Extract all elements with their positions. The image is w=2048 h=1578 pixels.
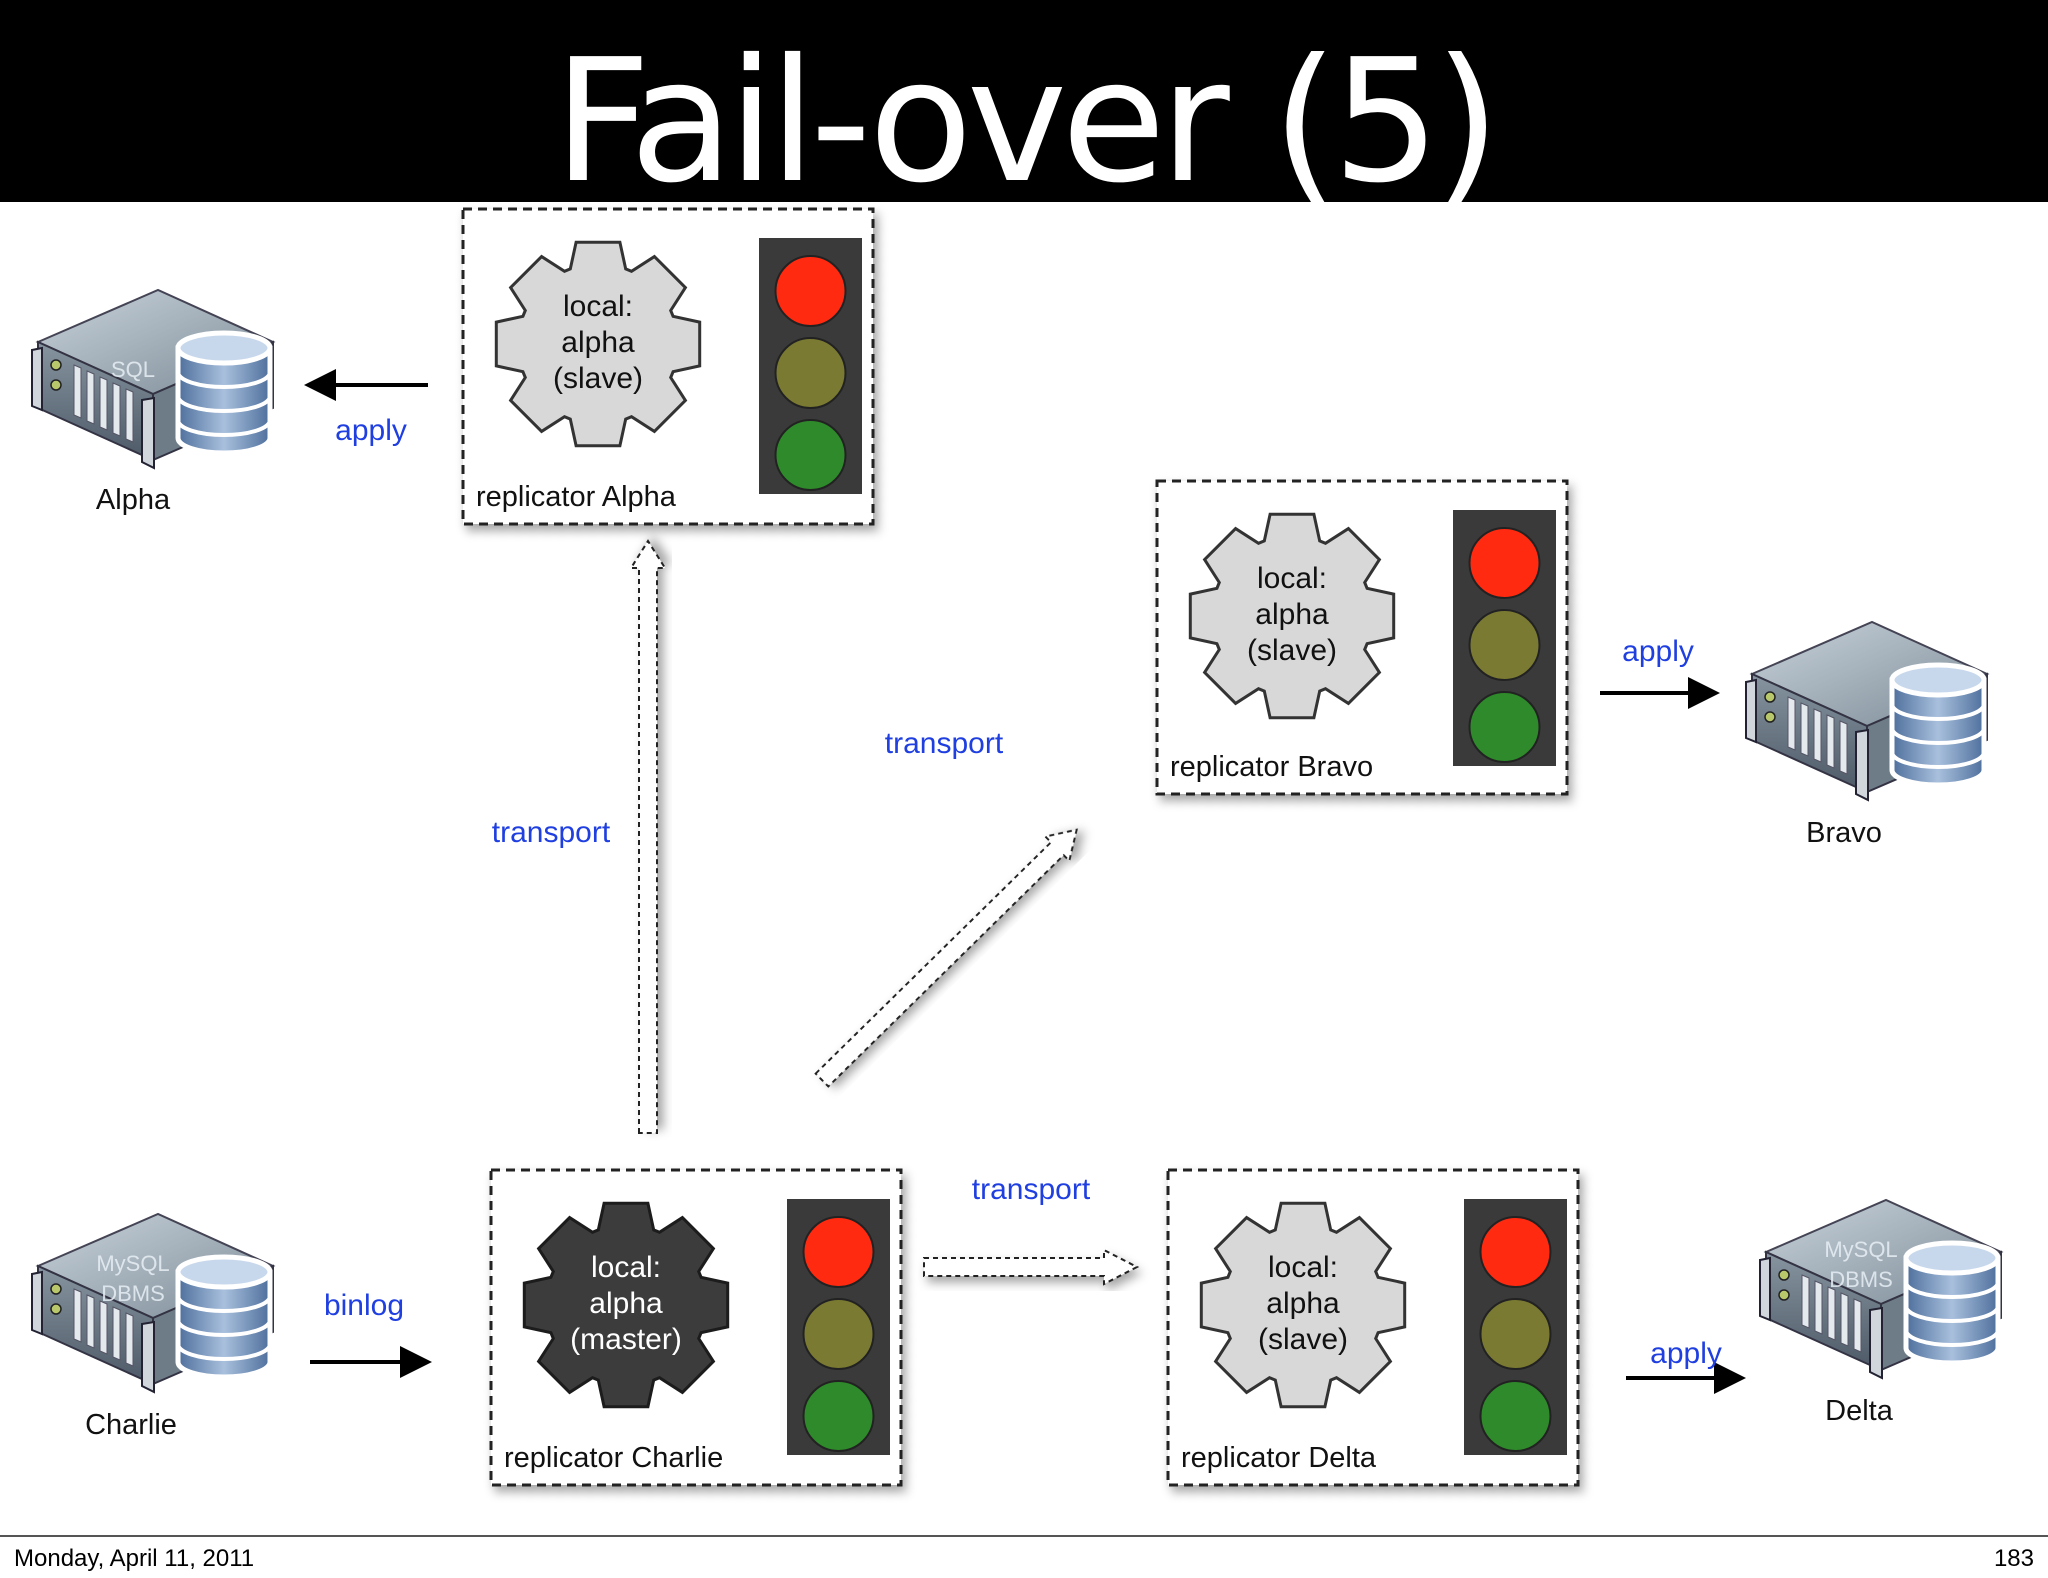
server-charlie-name: Charlie xyxy=(85,1409,177,1441)
replicator-role-line: alpha xyxy=(561,326,635,359)
replicator-role-line: local: xyxy=(1257,562,1327,595)
edge-label-charlie-binlog: binlog xyxy=(324,1289,404,1322)
gear-icon: local:alpha(slave) xyxy=(1199,1201,1407,1409)
transport-arrow-to-bravo xyxy=(814,828,1078,1088)
replicator-role-line: local: xyxy=(591,1251,661,1284)
replicator-alpha-label: replicator Alpha xyxy=(476,481,677,513)
server-bravo-icon: Bravo xyxy=(1745,620,1990,849)
server-face-label: MySQL xyxy=(1824,1237,1897,1262)
server-bravo-name: Bravo xyxy=(1806,817,1882,849)
replicator-role-line: local: xyxy=(1268,1251,1338,1284)
replicator-charlie-label: replicator Charlie xyxy=(504,1442,723,1474)
edge-label-transport-delta: transport xyxy=(972,1173,1091,1206)
transport-arrow-to-alpha xyxy=(629,539,667,1134)
slide-footer: Monday, April 11, 2011 183 xyxy=(0,1535,2048,1578)
server-alpha-icon: SQL Alpha xyxy=(31,288,276,516)
replicator-role-line: alpha xyxy=(1255,598,1329,631)
edge-label-alpha-apply: apply xyxy=(335,414,407,447)
server-face-label: DBMS xyxy=(101,1281,165,1306)
gear-icon: local:alpha(slave) xyxy=(1188,512,1396,720)
gear-icon: local:alpha(master) xyxy=(522,1201,730,1409)
server-charlie-icon: MySQL DBMS Charlie xyxy=(31,1212,276,1441)
traffic-light-icon xyxy=(1453,510,1556,766)
database-icon xyxy=(175,1254,273,1380)
server-face-label: MySQL xyxy=(96,1251,169,1276)
server-face-label: SQL xyxy=(111,357,155,382)
replicator-bravo-box: local:alpha(slave) replicator Bravo xyxy=(1155,479,1569,796)
server-delta-name: Delta xyxy=(1825,1395,1894,1427)
replicator-role-line: alpha xyxy=(1266,1287,1340,1320)
slide-title: Fail-over (5) xyxy=(553,23,1500,221)
replicator-alpha-box: local:alpha(slave) replicator Alpha xyxy=(461,207,875,526)
replicator-delta-box: local:alpha(slave) replicator Delta xyxy=(1166,1168,1580,1487)
replicator-role-line: (slave) xyxy=(1247,634,1337,667)
edge-label-transport-bravo: transport xyxy=(885,727,1004,760)
server-face-label: DBMS xyxy=(1829,1267,1893,1292)
footer-date: Monday, April 11, 2011 xyxy=(14,1545,255,1572)
transport-arrow-to-delta xyxy=(923,1248,1140,1286)
edge-label-transport-alpha: transport xyxy=(492,816,611,849)
replicator-role-line: (master) xyxy=(570,1323,682,1356)
replicator-charlie-box: local:alpha(master) replicator Charlie xyxy=(489,1168,903,1487)
footer-page-number: 183 xyxy=(1993,1545,2034,1572)
database-icon xyxy=(1889,662,1987,788)
replicator-role-line: local: xyxy=(563,290,633,323)
traffic-light-icon xyxy=(1464,1199,1567,1455)
database-icon xyxy=(1903,1240,2001,1366)
replicator-role-line: (slave) xyxy=(1258,1323,1348,1356)
database-icon xyxy=(175,330,273,456)
replicator-role-line: alpha xyxy=(589,1287,663,1320)
traffic-light-icon xyxy=(787,1199,890,1455)
edge-label-delta-apply: apply xyxy=(1650,1337,1722,1370)
server-alpha-name: Alpha xyxy=(96,484,171,516)
replicator-delta-label: replicator Delta xyxy=(1181,1442,1377,1474)
title-bar: Fail-over (5) xyxy=(0,0,2048,221)
replicator-role-line: (slave) xyxy=(553,362,643,395)
server-delta-icon: MySQL DBMS Delta xyxy=(1759,1198,2004,1427)
gear-icon: local:alpha(slave) xyxy=(494,240,702,448)
traffic-light-icon xyxy=(759,238,862,494)
edge-label-bravo-apply: apply xyxy=(1622,635,1694,668)
replicator-bravo-label: replicator Bravo xyxy=(1170,751,1373,783)
